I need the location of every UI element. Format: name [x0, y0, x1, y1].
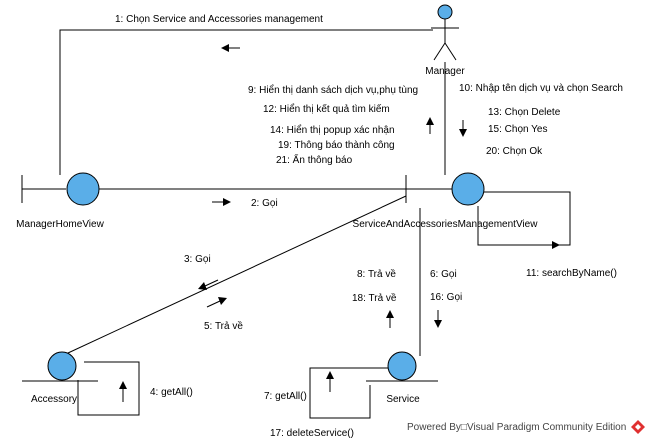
message-4: 4: getAll(): [150, 387, 193, 398]
arrow-up-icon: [426, 117, 434, 134]
message-labels: 1: Chọn Service and Accessories manageme…: [115, 14, 623, 439]
message-13: 13: Chọn Delete: [488, 107, 561, 118]
link-manager-home: [59, 29, 433, 175]
actor-head: [437, 4, 453, 20]
self-link-accessory: [77, 361, 140, 416]
message-arrows: [119, 44, 560, 402]
message-21: 21: Ẩn thông báo: [276, 153, 353, 166]
message-3: 3: Gọi: [184, 254, 211, 265]
message-7: 7: getAll(): [264, 391, 307, 402]
object-label: ServiceAndAccessoriesManagementView: [353, 219, 539, 230]
arrow-down-icon: [434, 310, 442, 328]
boundary-icon: [451, 172, 485, 206]
object-label: ManagerHomeView: [16, 219, 104, 230]
boundary-management-view[interactable]: ServiceAndAccessoriesManagementView: [353, 172, 539, 230]
self-link-service: [309, 367, 388, 419]
boundary-manager-home-view[interactable]: ManagerHomeView: [16, 172, 105, 230]
message-20: 20: Chọn Ok: [486, 146, 543, 157]
visual-paradigm-logo-icon: [631, 420, 645, 434]
entity-accessory[interactable]: Accessory: [22, 351, 98, 405]
object-label: Service: [386, 394, 420, 405]
message-16: 16: Gọi: [430, 292, 462, 303]
entity-service[interactable]: Service: [366, 351, 438, 405]
arrow-up-icon: [386, 310, 394, 328]
message-15: 15: Chọn Yes: [488, 124, 548, 135]
message-2: 2: Gọi: [251, 198, 278, 209]
message-10: 10: Nhập tên dịch vụ và chọn Search: [459, 83, 623, 94]
message-9: 9: Hiển thị danh sách dịch vụ,phụ tùng: [248, 84, 418, 96]
links: [59, 29, 571, 419]
message-14: 14: Hiển thị popup xác nhận: [270, 124, 395, 136]
arrow-up-icon: [326, 371, 334, 392]
arrow-up-icon: [119, 381, 127, 402]
arrow-right-icon: [540, 241, 560, 249]
manager-actor[interactable]: Manager: [425, 4, 465, 77]
message-12: 12: Hiển thị kết quả tìm kiếm: [263, 103, 390, 115]
entity-icon: [387, 351, 417, 381]
arrow-down-icon: [459, 120, 467, 137]
message-19: 19: Thông báo thành công: [278, 140, 395, 151]
self-link-management: [477, 191, 571, 246]
link-management-accessory: [67, 195, 407, 354]
message-11: 11: searchByName(): [526, 268, 617, 279]
message-18: 18: Trả về: [352, 292, 397, 304]
boundary-icon: [66, 172, 100, 206]
object-label: Accessory: [31, 394, 77, 405]
message-17: 17: deleteService(): [270, 428, 354, 439]
watermark-text: Powered By□Visual Paradigm Community Edi…: [407, 422, 626, 433]
message-8: 8: Trả về: [357, 268, 396, 280]
watermark: Powered By□Visual Paradigm Community Edi…: [407, 420, 645, 434]
actor-label: Manager: [425, 66, 465, 77]
message-6: 6: Gọi: [430, 269, 457, 280]
message-1: 1: Chọn Service and Accessories manageme…: [115, 14, 323, 25]
arrow-left-icon: [221, 44, 240, 52]
arrow-right-icon: [212, 198, 231, 206]
arrow-up-right-icon: [206, 297, 227, 308]
entity-icon: [47, 351, 77, 381]
message-5: 5: Trả về: [204, 320, 243, 332]
arrow-down-left-icon: [198, 279, 219, 290]
